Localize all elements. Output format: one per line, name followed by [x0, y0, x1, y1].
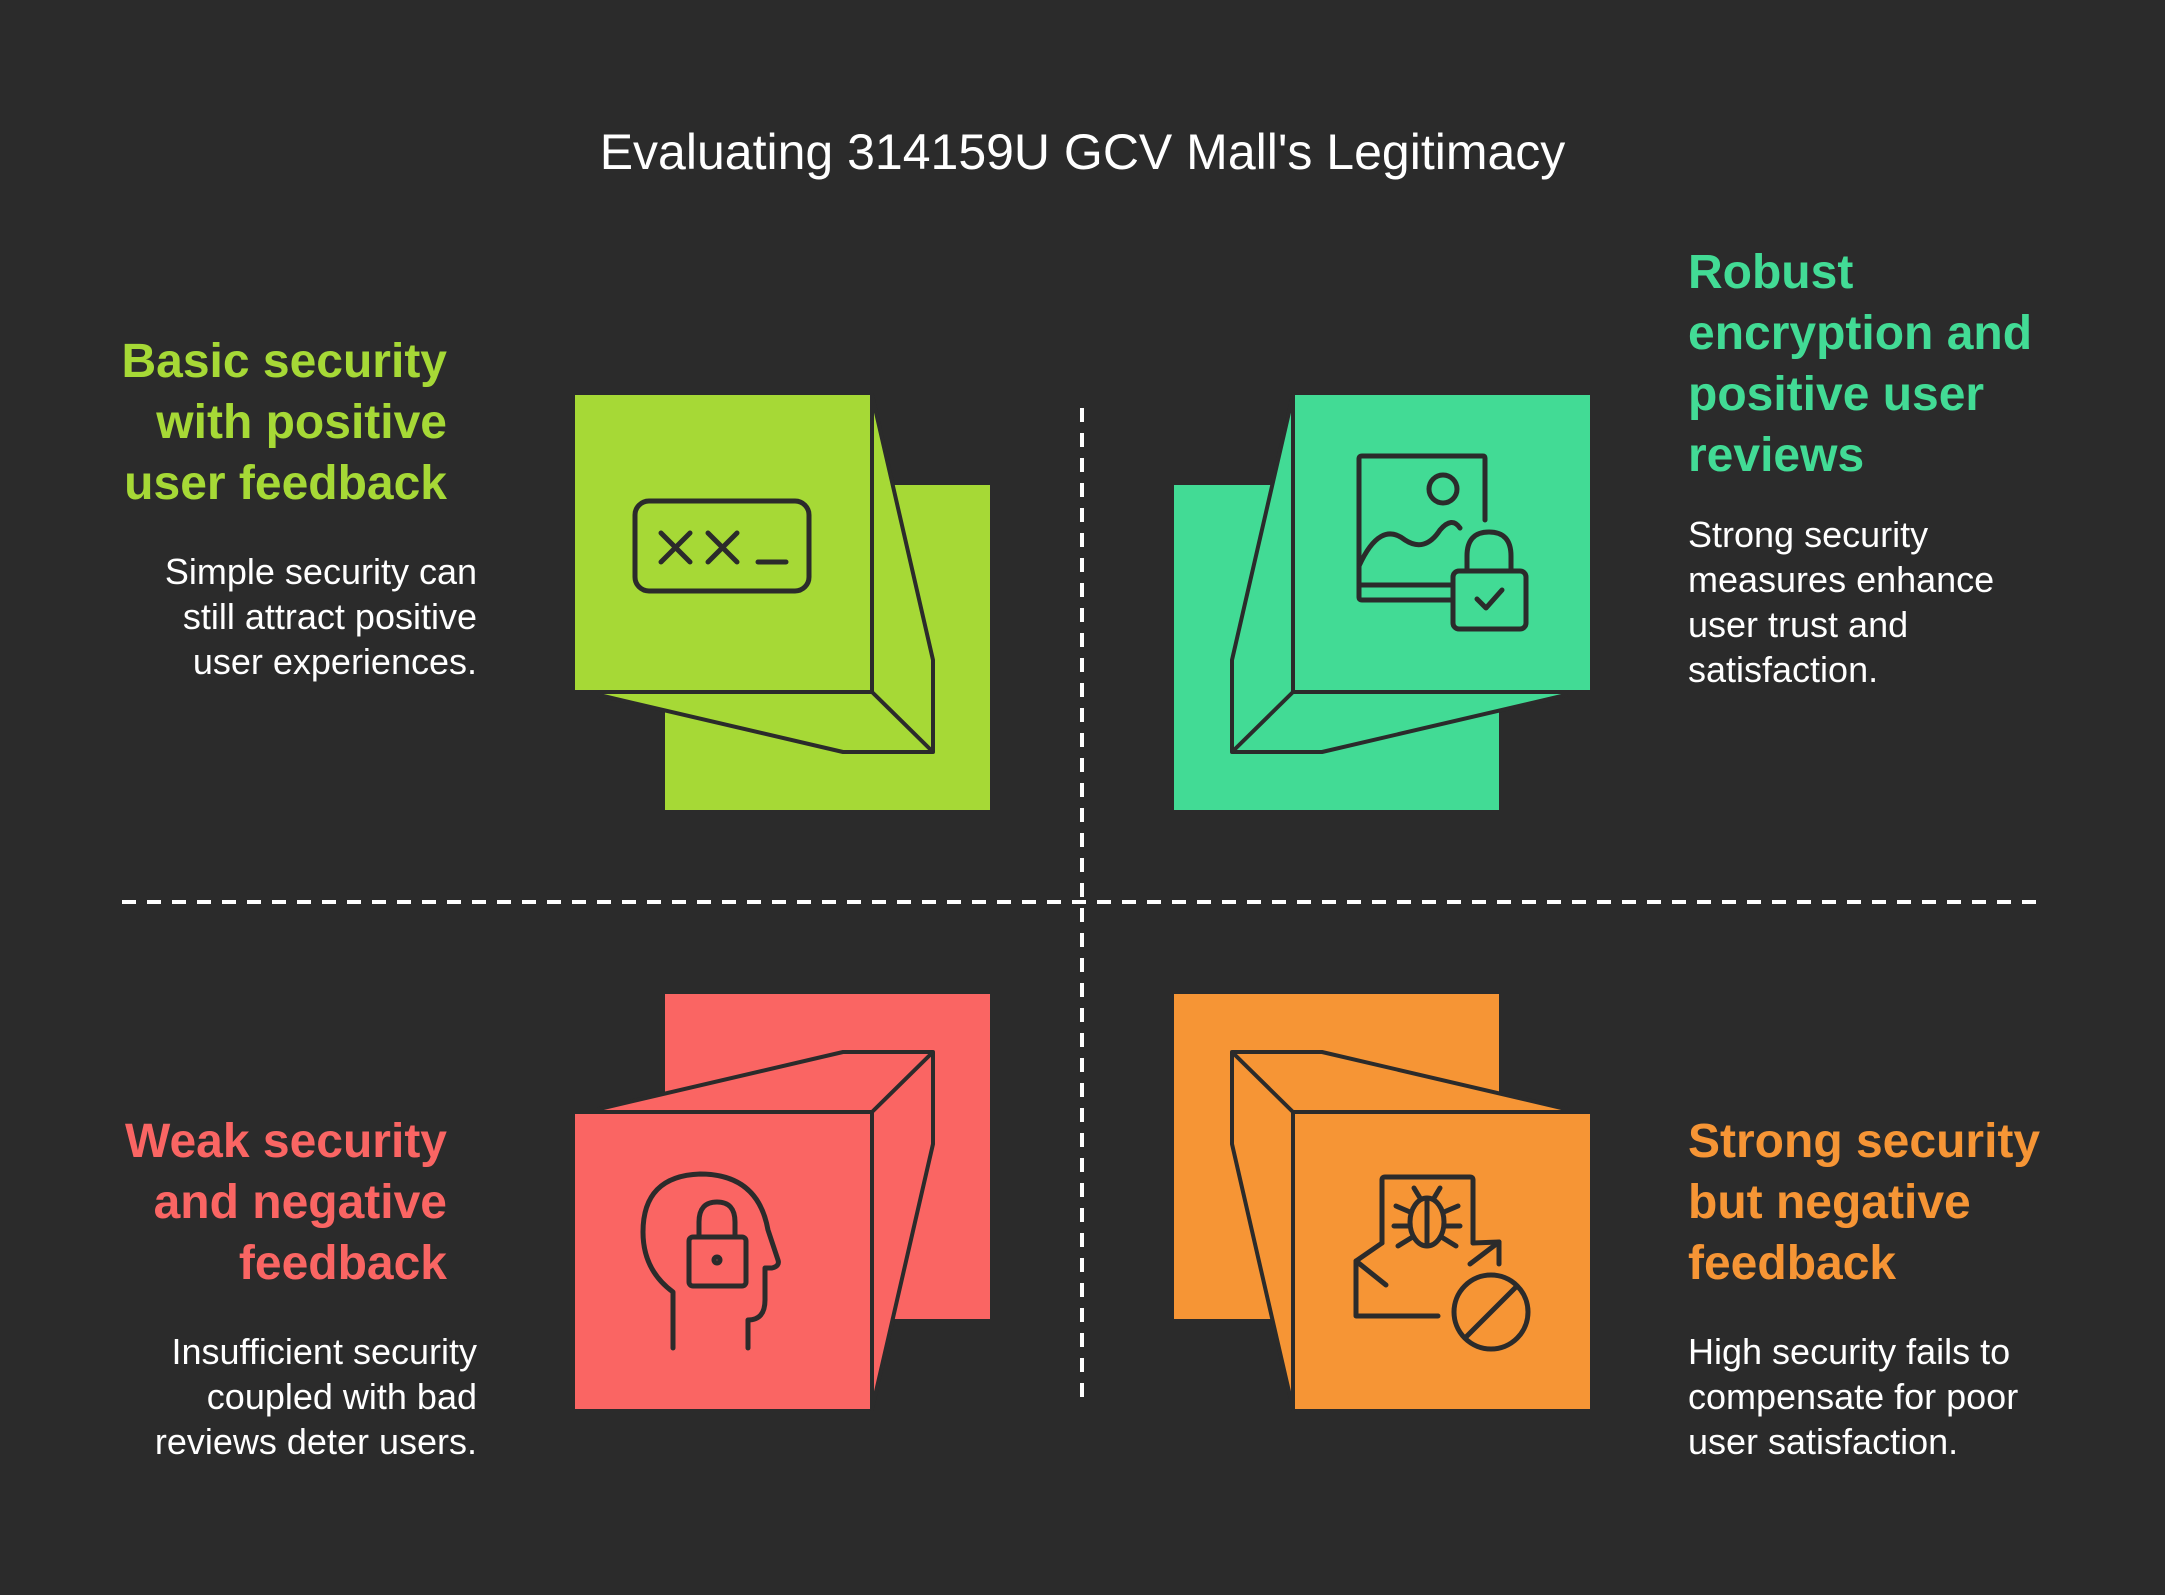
top-left-heading: Basic security with positive user feedba…	[121, 331, 447, 514]
heading-line: positive user	[1688, 368, 1985, 421]
top-right-graphic	[1174, 393, 1590, 810]
desc-line: measures enhance	[1688, 559, 1995, 600]
page-title: Evaluating 314159U GCV Mall's Legitimacy	[599, 124, 1566, 180]
bug-mail-blocked-icon	[1353, 1174, 1531, 1352]
heading-line: Weak security	[125, 1115, 447, 1168]
desc-line: Simple security can	[164, 551, 477, 592]
heading-line: and negative	[153, 1176, 447, 1229]
heading-line: encryption and	[1688, 307, 2033, 360]
heading-line: with positive	[156, 396, 447, 449]
desc-line: coupled with bad	[206, 1376, 477, 1417]
bottom-left-heading: Weak security and negative feedback	[125, 1111, 447, 1294]
desc-line: user trust and	[1688, 604, 1909, 645]
top-left-graphic	[575, 393, 990, 810]
desc-line: Strong security	[1688, 514, 1929, 555]
heading-line: Robust	[1688, 246, 1854, 299]
locked-image-icon	[1356, 453, 1529, 632]
heading-line: Strong security	[1688, 1115, 2041, 1168]
bottom-left-description: Insufficient security coupled with bad r…	[155, 1329, 477, 1464]
desc-line: High security fails to	[1688, 1331, 2011, 1372]
terminal-icon	[632, 498, 812, 594]
heading-line: user feedback	[124, 457, 447, 510]
top-right-description: Strong security measures enhance user tr…	[1688, 512, 1994, 692]
heading-line: feedback	[1688, 1237, 1897, 1290]
bottom-right-heading: Strong security but negative feedback	[1688, 1111, 2040, 1294]
desc-line: still attract positive	[182, 596, 477, 637]
desc-line: compensate for poor	[1688, 1376, 2019, 1417]
bottom-left-graphic	[575, 994, 990, 1411]
top-left-description: Simple security can still attract positi…	[165, 549, 477, 684]
top-right-heading: Robust encryption and positive user revi…	[1688, 242, 2032, 486]
heading-line: but negative	[1688, 1176, 1971, 1229]
desc-line: user satisfaction.	[1688, 1421, 1959, 1462]
bottom-right-description: High security fails to compensate for po…	[1688, 1329, 2018, 1464]
desc-line: Insufficient security	[171, 1331, 477, 1372]
head-lock-icon	[640, 1171, 781, 1351]
heading-line: reviews	[1688, 429, 1865, 482]
bottom-right-graphic	[1174, 994, 1590, 1411]
heading-line: feedback	[238, 1237, 447, 1290]
desc-line: satisfaction.	[1688, 649, 1879, 690]
desc-line: reviews deter users.	[154, 1421, 477, 1462]
heading-line: Basic security	[121, 335, 447, 388]
desc-line: user experiences.	[192, 641, 477, 682]
